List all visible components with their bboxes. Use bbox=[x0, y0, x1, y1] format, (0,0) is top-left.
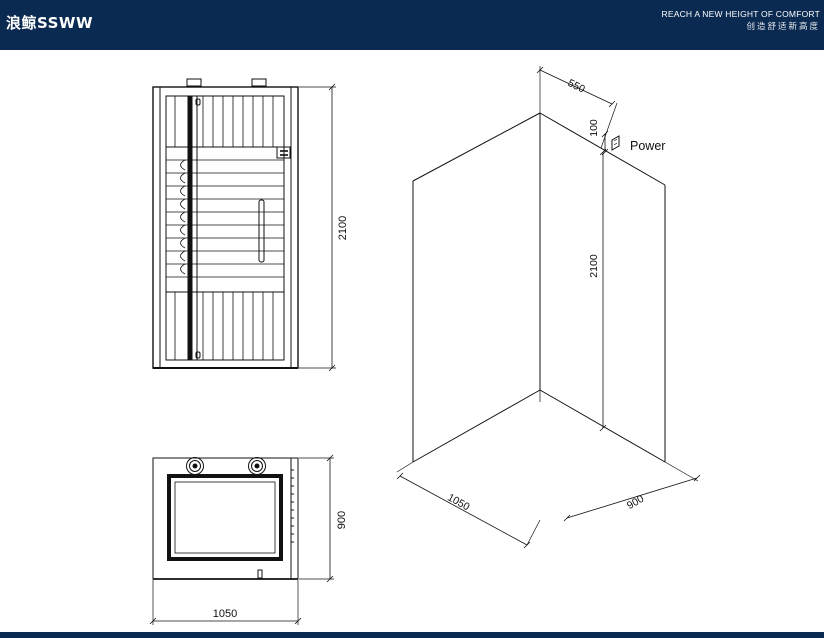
front-view bbox=[152, 78, 336, 372]
dim-top-width: 1050 bbox=[213, 608, 237, 620]
header-bar: 浪鲸SSWW REACH A NEW HEIGHT OF COMFORT 创造舒… bbox=[0, 0, 824, 50]
front-inner-panel bbox=[165, 95, 285, 361]
power-label: Power bbox=[630, 139, 665, 153]
iso-top-left-edge bbox=[412, 112, 541, 182]
isometric-view bbox=[396, 66, 701, 549]
door-post bbox=[187, 95, 193, 361]
top-fitting-left bbox=[186, 78, 202, 87]
dim-iso-depth: 900 bbox=[625, 493, 646, 512]
slogan-english: REACH A NEW HEIGHT OF COMFORT bbox=[661, 9, 820, 19]
dim-front-height: 2100 bbox=[337, 216, 349, 240]
dim-iso-power-offset: 100 bbox=[588, 119, 600, 137]
slogan-chinese: 创造舒适新高度 bbox=[746, 21, 820, 31]
dim-iso-depth-top: 550 bbox=[566, 77, 587, 96]
control-panel bbox=[276, 146, 291, 159]
brand-logo: 浪鲸SSWW bbox=[6, 14, 94, 32]
slogan: REACH A NEW HEIGHT OF COMFORT 创造舒适新高度 bbox=[662, 8, 821, 32]
roof-frame bbox=[167, 474, 283, 561]
iso-bottom-left-edge bbox=[412, 389, 541, 463]
dim-iso-width: 1050 bbox=[445, 491, 471, 513]
iso-bottom-right-edge bbox=[539, 389, 666, 463]
iso-top-right-edge bbox=[539, 112, 666, 186]
dim-top-depth: 900 bbox=[336, 511, 348, 529]
top-fitting-right bbox=[251, 78, 267, 87]
footer-bar bbox=[0, 632, 824, 638]
top-view bbox=[149, 454, 334, 625]
power-socket-icon bbox=[611, 135, 620, 151]
dim-iso-height: 2100 bbox=[588, 254, 600, 278]
door-handle bbox=[258, 199, 265, 263]
